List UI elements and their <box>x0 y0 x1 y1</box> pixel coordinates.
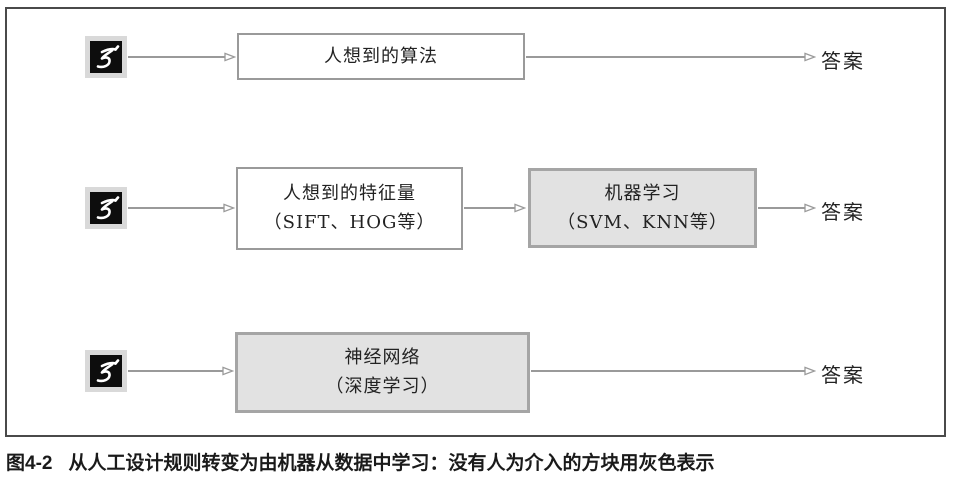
arrowhead-icon <box>804 203 816 213</box>
flow-arrow <box>464 203 526 213</box>
flow-arrow <box>128 203 235 213</box>
box-label: 人想到的算法 <box>324 45 438 67</box>
flow-arrow <box>531 366 816 376</box>
arrowhead-icon <box>804 52 816 62</box>
arrowhead-icon <box>222 366 234 376</box>
flow-arrow <box>128 366 234 376</box>
answer-label: 答案 <box>821 200 865 224</box>
process-box-machine-learning: 机器学习 （SVM、KNN等） <box>528 168 757 248</box>
diagram-frame: 人想到的算法 答案 人想到的特征量 （SIFT、HOG等） 机器学习 （SVM、… <box>5 7 946 437</box>
flow-arrow <box>758 203 816 213</box>
process-box-neural-network: 神经网络 （深度学习） <box>235 332 530 413</box>
answer-label: 答案 <box>821 49 865 73</box>
box-label-line2: （深度学习） <box>325 376 440 397</box>
arrowhead-icon <box>514 203 526 213</box>
box-label-line1: 机器学习 <box>604 182 681 204</box>
box-label-line2: （SIFT、HOG等） <box>263 212 436 233</box>
arrowhead-icon <box>804 366 816 376</box>
box-label-line1: 神经网络 <box>344 347 421 369</box>
process-box-human-algorithm: 人想到的算法 <box>237 33 525 80</box>
answer-label: 答案 <box>821 363 865 387</box>
handwritten-digit-5-icon <box>85 36 127 78</box>
flow-arrow <box>526 52 816 62</box>
figure-caption-number: 图4-2 <box>6 453 53 474</box>
arrowhead-icon <box>224 52 236 62</box>
box-label-line1: 人想到的特征量 <box>283 183 416 205</box>
handwritten-digit-5-icon <box>85 187 127 229</box>
handwritten-digit-5-icon <box>85 350 127 392</box>
arrowhead-icon <box>223 203 235 213</box>
figure-caption: 图4-2 从人工设计规则转变为由机器从数据中学习：没有人为介入的方块用灰色表示 <box>6 448 714 475</box>
flow-arrow <box>128 52 236 62</box>
process-box-human-features: 人想到的特征量 （SIFT、HOG等） <box>236 167 463 250</box>
figure-caption-text: 从人工设计规则转变为由机器从数据中学习：没有人为介入的方块用灰色表示 <box>68 453 715 474</box>
box-label-line2: （SVM、KNN等） <box>557 211 728 233</box>
